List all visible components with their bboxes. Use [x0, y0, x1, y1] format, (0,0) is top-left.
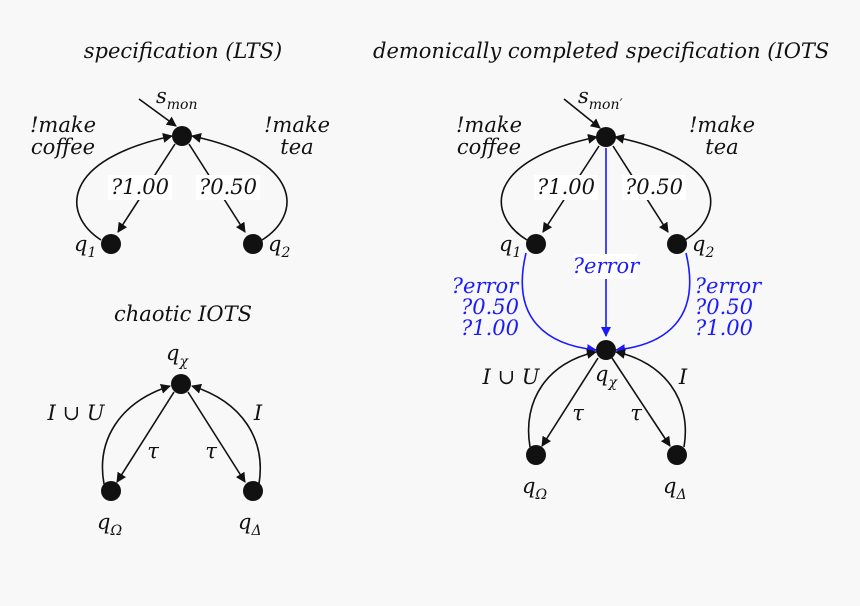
- demonic-label-bg-050: [622, 175, 686, 200]
- chaotic-i-label: I: [253, 401, 263, 425]
- demonic-qomega-state: [526, 445, 546, 465]
- demonic-error-left-label: ?error?0.50?1.00: [452, 274, 520, 340]
- demonic-edge-qchi-qdelta: [611, 357, 671, 447]
- chaotic-diagram: chaotic IOTS qχ I ∪ U I τ τ qΩ qΔ: [47, 302, 263, 539]
- demonic-error-right-label: ?error?0.50?1.00: [695, 274, 763, 340]
- demonic-input-100-label: ?1.00: [537, 175, 595, 199]
- lts-start-arrow: [138, 98, 177, 127]
- chaotic-qchi-state: [171, 374, 191, 394]
- demonic-tau-left-label: τ: [572, 401, 584, 425]
- lts-q1-label: q1: [74, 232, 96, 261]
- chaotic-title: chaotic IOTS: [114, 302, 252, 326]
- lts-start-state: [172, 126, 192, 146]
- lts-label-bg-050: [196, 175, 260, 200]
- chaotic-qdelta-label: qΔ: [238, 510, 262, 539]
- demonic-diagram: demonically completed specification (IOT…: [373, 39, 829, 503]
- demonic-tau-right-label: τ: [630, 401, 642, 425]
- demonic-start-label: smon′: [578, 84, 624, 113]
- demonic-q1-label: q1: [499, 232, 521, 261]
- chaotic-edge-qomega-qchi: [101, 383, 171, 485]
- demonic-qdelta-label: qΔ: [663, 474, 687, 503]
- lts-edge-q1-s: [76, 133, 173, 241]
- demonic-q2-state: [667, 234, 687, 254]
- demonic-title: demonically completed specification (IOT…: [373, 39, 829, 63]
- lts-input-100-label: ?1.00: [111, 175, 169, 199]
- demonic-union-label: I ∪ U: [482, 365, 541, 389]
- demonic-error-mid-label: ?error: [573, 254, 641, 278]
- chaotic-tau-right-label: τ: [205, 439, 217, 463]
- chaotic-qomega-state: [101, 481, 121, 501]
- demonic-edge-qdelta-qchi: [615, 348, 687, 448]
- lts-q1-state: [101, 234, 121, 254]
- lts-q2-state: [243, 234, 263, 254]
- demonic-start-state: [596, 127, 616, 147]
- chaotic-qchi-label: qχ: [166, 341, 189, 370]
- demonic-qomega-label: qΩ: [522, 474, 547, 503]
- demonic-edge-q1-s: [500, 133, 598, 241]
- demonic-edge-qomega-qchi: [527, 348, 597, 448]
- demonic-error-edge-q1-qchi: [521, 252, 597, 355]
- demonic-qchi-state: [596, 340, 616, 360]
- demonic-q1-state: [526, 234, 546, 254]
- demonic-i-label: I: [678, 365, 688, 389]
- demonic-start-arrow: [563, 98, 601, 129]
- chaotic-tau-left-label: τ: [147, 439, 159, 463]
- chaotic-edge-qchi-qomega: [116, 391, 175, 483]
- lts-label-bg-100: [108, 175, 172, 200]
- demonic-edge-qchi-qomega: [541, 357, 599, 447]
- chaotic-qomega-label: qΩ: [97, 510, 122, 539]
- chaotic-qdelta-state: [243, 481, 263, 501]
- demonic-error-edge-q2-qchi: [615, 252, 691, 355]
- demonic-qchi-label: qχ: [595, 362, 618, 391]
- chaotic-edge-qdelta-qchi: [191, 383, 261, 485]
- demonic-q2-label: q2: [692, 232, 714, 261]
- demonic-label-bg-error: [575, 254, 637, 279]
- lts-edge-q2-s: [191, 133, 288, 241]
- demonic-edge-q2-s: [614, 133, 712, 241]
- chaotic-edge-qchi-qdelta: [187, 391, 246, 483]
- demonic-qdelta-state: [667, 445, 687, 465]
- demonic-input-050-label: ?0.50: [625, 175, 683, 199]
- lts-input-050-label: ?0.50: [199, 175, 257, 199]
- lts-q2-label: q2: [268, 232, 290, 261]
- lts-start-label: smon: [156, 84, 198, 113]
- demonic-label-bg-100: [534, 175, 598, 200]
- lts-title: specification (LTS): [84, 39, 282, 63]
- chaotic-union-label: I ∪ U: [47, 401, 106, 425]
